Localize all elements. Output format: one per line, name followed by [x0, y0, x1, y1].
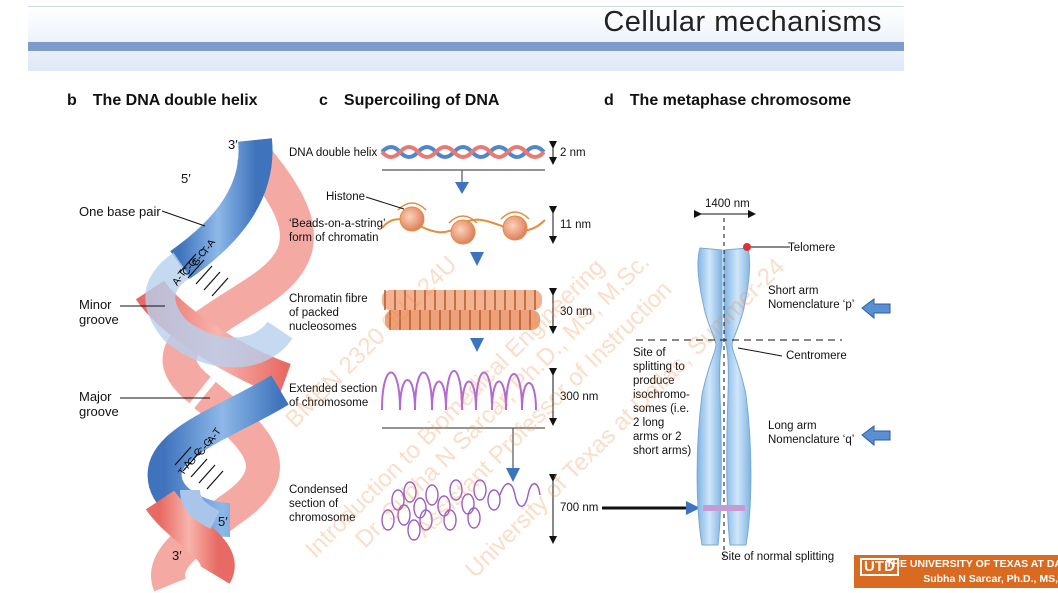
panel-c-letter: c: [319, 92, 328, 109]
extended-size: 300 nm: [560, 391, 599, 403]
mini-helix-pink: [380, 145, 546, 159]
panel-d-letter: d: [604, 92, 614, 109]
pink-strand-back-1: [162, 139, 314, 404]
chromatid-right: [723, 247, 752, 546]
header-band: [28, 6, 904, 71]
blue-strand-front-1: [170, 138, 273, 279]
condensed-coils: [381, 479, 541, 541]
condensed-label: Condensed section of chromosome: [289, 484, 356, 524]
bead-1: [399, 206, 425, 232]
extended-label: Extended section of chromosome: [289, 383, 378, 409]
beads-size: 11 nm: [560, 219, 592, 231]
dna-double-helix: [120, 138, 314, 592]
mini-helix-blue: [380, 145, 546, 159]
base-pair-lines-bottom: [174, 446, 224, 490]
blue-strand-back: [145, 252, 293, 368]
chromatin-fibre: [382, 290, 542, 330]
bead-3: [502, 215, 528, 241]
arrow-2: [470, 252, 484, 266]
pink-strand-front-2: [145, 489, 235, 584]
centromere-label: Centromere: [786, 350, 847, 362]
metaphase-chromosome: [636, 210, 891, 560]
bead-2: [450, 219, 476, 245]
major-groove-label: Major groove: [79, 389, 119, 419]
header-stripe: [28, 42, 904, 51]
panel-b-title: b The DNA double helix: [67, 92, 258, 110]
beads-label: ‘Beads-on-a-string’ form of chromatin: [289, 218, 386, 244]
panel-c-title-text: Supercoiling of DNA: [343, 92, 500, 109]
histone-label: Histone: [326, 191, 365, 203]
histone-leader: [365, 196, 405, 210]
base-pair-leader: [161, 210, 206, 227]
panel-c-title: c Supercoiling of DNA: [319, 92, 499, 110]
panel-b-letter: b: [67, 92, 77, 109]
presenter-name: Subha N Sarcar, Ph.D., MS,: [923, 573, 1058, 585]
arrow-3: [470, 338, 484, 352]
strand-end-3-top: 3′: [228, 137, 238, 152]
base-pair-lines-top: [179, 253, 229, 297]
arrow-q: [861, 425, 891, 447]
isochromosome-splitting-label: Site of splitting to produce isochromo- …: [633, 347, 692, 457]
university-name: THE UNIVERSITY OF TEXAS AT DA: [886, 558, 1058, 570]
arrow-p: [861, 298, 891, 320]
normal-splitting-label: Site of normal splitting: [721, 551, 835, 563]
base-pair-label: One base pair: [79, 204, 161, 219]
page-title: Cellular mechanisms: [603, 6, 882, 38]
chromosome-width-label: 1400 nm: [705, 198, 750, 210]
footer-banner: UTD THE UNIVERSITY OF TEXAS AT DA Subha …: [854, 555, 1058, 588]
bracket-2: [382, 427, 545, 470]
arrow-1: [455, 182, 469, 194]
chromatid-left: [696, 247, 723, 546]
long-arm-label: Long arm Nomenclature ‘q’: [768, 420, 855, 446]
utd-logo: UTD: [860, 558, 899, 576]
strand-end-5-top: 5′: [181, 171, 191, 186]
telomere-label: Telomere: [788, 242, 836, 254]
extended-loops: [381, 370, 537, 411]
strand-end-5-bottom: 5′: [218, 514, 228, 529]
condensed-size: 700 nm: [560, 502, 599, 514]
dna-helix-size: 2 nm: [560, 147, 586, 159]
dna-helix-label: DNA double helix: [289, 147, 378, 159]
fibre-size: 30 nm: [560, 306, 592, 318]
panel-d-title-text: The metaphase chromosome: [629, 92, 852, 109]
short-arm-label: Short arm Nomenclature ‘p’: [768, 285, 855, 311]
telomere-dot: [743, 243, 751, 251]
panel-b-title-text: The DNA double helix: [92, 92, 258, 109]
fibre-label: Chromatin fibre of packed nucleosomes: [289, 293, 368, 333]
arrow-4: [506, 468, 520, 482]
panel-d-title: d The metaphase chromosome: [604, 92, 851, 110]
band-marker: [703, 505, 745, 511]
pointer-arrowhead: [686, 501, 700, 515]
centromere-leader: [737, 347, 783, 357]
blue-strand-tail: [180, 489, 220, 529]
supercoiling-drawing: [365, 141, 700, 544]
minor-groove-label: Minor groove: [79, 297, 119, 327]
strand-end-3-bottom: 3′: [172, 548, 182, 563]
